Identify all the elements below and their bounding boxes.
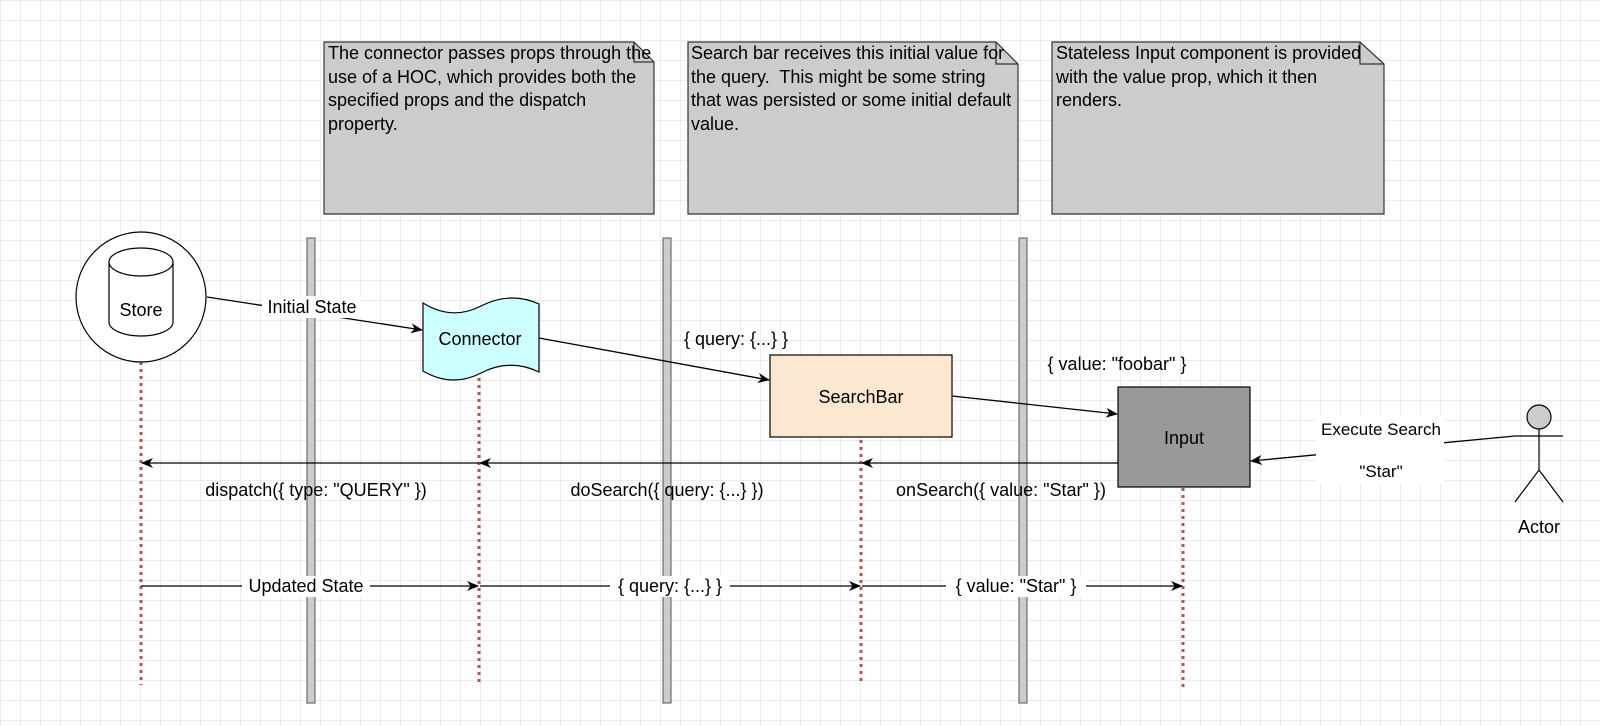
edge-updated-state-label-bg <box>242 576 370 597</box>
actor-left-leg <box>1514 469 1540 503</box>
input-label: Input <box>1164 428 1204 448</box>
edge-execute-search-label: Execute Search <box>1321 420 1441 439</box>
store-cylinder-top <box>108 247 174 277</box>
edge-updated-value-label-bg <box>946 576 1086 597</box>
edge-do-search-label: doSearch({ query: {...} }) <box>570 480 763 500</box>
note-searchbar-fold <box>995 42 1018 65</box>
note-connector-shape[interactable] <box>323 41 655 215</box>
note-connector-text: The connector passes props through the u… <box>328 43 652 134</box>
edge-on-search-label: onSearch({ value: "Star" }) <box>896 480 1106 500</box>
note-connector-fold <box>633 42 654 63</box>
edge-updated-state-label: Updated State <box>248 576 363 596</box>
store-label: Store <box>119 300 162 320</box>
edge-value-props-label: { value: "foobar" } <box>1048 354 1187 374</box>
connector-shape[interactable] <box>422 297 540 381</box>
note-input-fold <box>1359 42 1384 65</box>
searchbar-label: SearchBar <box>818 387 903 407</box>
note-input-shape[interactable] <box>1051 41 1385 215</box>
edge-value-props[interactable] <box>951 395 1118 418</box>
edge-query-props[interactable] <box>538 337 770 383</box>
note-searchbar-text: Search bar receives this initial value f… <box>691 43 1012 134</box>
actor-head <box>1526 404 1552 430</box>
edge-updated-query-label: { query: {...} } <box>618 576 722 596</box>
separator-bar-3 <box>1018 237 1028 704</box>
edge-updated-query-label-bg <box>610 576 730 597</box>
edge-query-props-label: { query: {...} } <box>684 329 788 349</box>
separator-bar-1 <box>306 237 316 704</box>
edge-initial-state-label-bg <box>262 296 362 318</box>
edge-dispatch-label: dispatch({ type: "QUERY" }) <box>205 480 427 500</box>
edge-execute-search-value: "Star" <box>1359 462 1402 481</box>
store-cylinder-body <box>108 262 174 337</box>
note-input-text: Stateless Input component is provided wi… <box>1056 43 1367 110</box>
edge-initial-state-label: Initial State <box>267 297 356 317</box>
edge-execute-search-label-bg <box>1316 416 1444 484</box>
note-searchbar-shape[interactable] <box>687 41 1019 215</box>
searchbar-box[interactable] <box>769 354 953 438</box>
input-box[interactable] <box>1117 386 1251 488</box>
actor-label: Actor <box>1518 517 1560 537</box>
connector-label: Connector <box>438 329 521 349</box>
actor-right-leg <box>1538 469 1564 503</box>
actor-figure[interactable] <box>1514 404 1564 503</box>
separator-bar-2 <box>662 237 672 704</box>
edge-updated-value-label: { value: "Star" } <box>956 576 1077 596</box>
